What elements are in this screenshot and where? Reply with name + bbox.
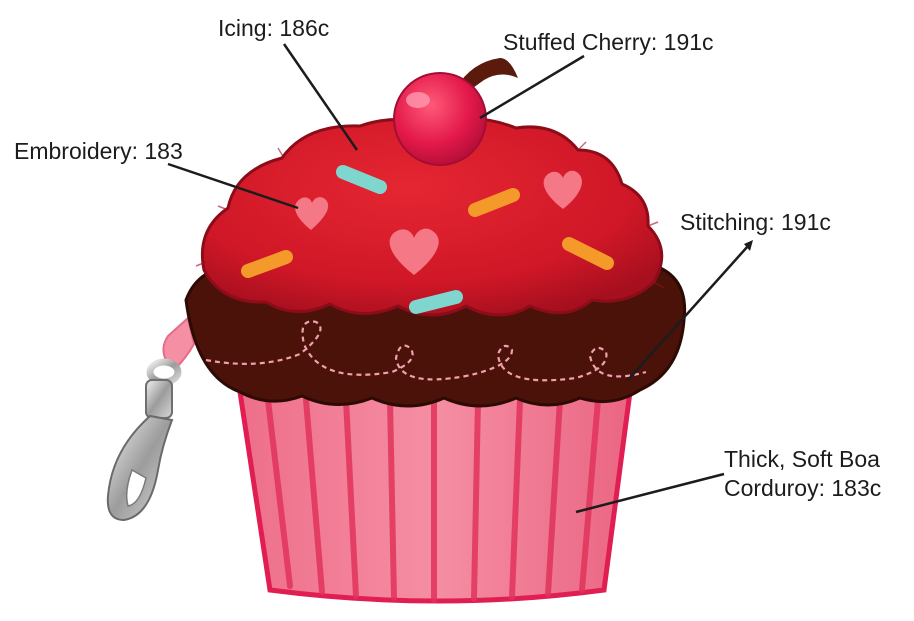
stitching-label: Stitching: 191c bbox=[680, 208, 831, 237]
icing-label: Icing: 186c bbox=[218, 14, 329, 43]
boa-corduroy-label: Thick, Soft Boa Corduroy: 183c bbox=[724, 445, 881, 503]
boa-label-line-2: Corduroy: 183c bbox=[724, 474, 881, 503]
embroidery-leader-line bbox=[168, 164, 298, 208]
cherry-leader-line bbox=[480, 56, 584, 118]
embroidery-label: Embroidery: 183 bbox=[14, 137, 183, 166]
boa-label-line-1: Thick, Soft Boa bbox=[724, 445, 881, 474]
boa-leader-line bbox=[576, 474, 724, 512]
stuffed-cherry-label: Stuffed Cherry: 191c bbox=[503, 28, 714, 57]
icing-leader-line bbox=[284, 44, 357, 150]
stitching-leader-line bbox=[628, 246, 748, 380]
